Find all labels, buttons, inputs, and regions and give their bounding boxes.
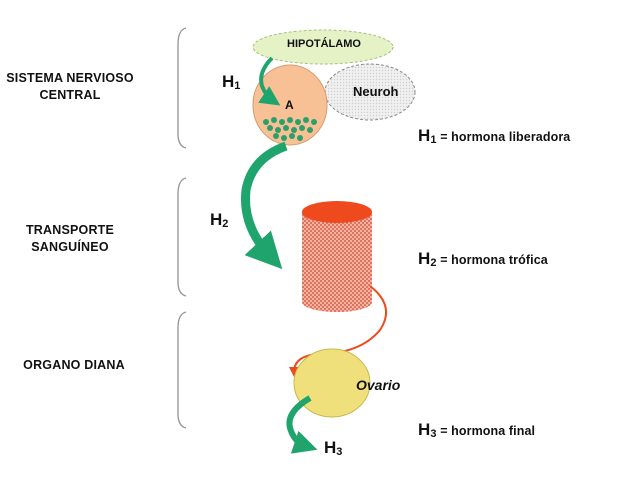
legend-h2-prefix: H	[418, 249, 431, 268]
hypothalamus-label: HIPOTÁLAMO	[287, 38, 361, 50]
section-transport-line2: SANGUÍNEO	[31, 240, 109, 254]
h3-letter: H	[324, 438, 337, 457]
h1-arrow	[258, 56, 281, 106]
h3-arrow-label: H3	[324, 438, 342, 458]
legend-h2: H2 = hormona trófica	[418, 249, 548, 269]
h1-sub: 1	[234, 80, 241, 92]
vessel-bottom	[302, 292, 372, 312]
section-label-snc: SISTEMA NERVIOSO CENTRAL	[4, 70, 136, 104]
section-label-transport: TRANSPORTE SANGUÍNEO	[10, 222, 130, 256]
hormone-dots	[263, 117, 317, 141]
brace-snc	[177, 27, 187, 149]
legend-h1-sub: 1	[430, 134, 437, 146]
adenohypophysis-label: A	[285, 98, 294, 112]
section-transport-line1: TRANSPORTE	[25, 223, 115, 237]
legend-h3-prefix: H	[418, 420, 431, 439]
h1-letter: H	[222, 72, 235, 91]
legend-h1: H1 = hormona liberadora	[418, 126, 570, 146]
vessel-top	[302, 201, 372, 223]
vessel-body	[302, 212, 372, 302]
section-snc-line1: SISTEMA NERVIOSO	[6, 71, 134, 85]
h2-letter: H	[210, 210, 223, 229]
h2-sub: 2	[222, 218, 229, 230]
h1-arrow-label: H1	[222, 72, 240, 92]
neurohypophysis-label: Neuroh	[353, 84, 399, 99]
legend-h3-sub: 3	[430, 428, 437, 440]
ovary-shape	[293, 348, 371, 418]
h2-arrow	[241, 141, 288, 270]
legend-h2-text: = hormona trófica	[440, 253, 548, 267]
legend-h3: H3 = hormona final	[418, 420, 535, 440]
h3-arrow	[286, 395, 318, 454]
legend-h1-text: = hormona liberadora	[440, 130, 571, 144]
legend-h1-prefix: H	[418, 126, 431, 145]
section-label-target: ORGANO DIANA	[23, 358, 125, 372]
legend-h3-text: = hormona final	[440, 424, 536, 438]
brace-transport	[177, 177, 187, 297]
adenohypophysis-shape	[252, 64, 328, 146]
h3-sub: 3	[336, 446, 343, 458]
h2-arrow-label: H2	[210, 210, 228, 230]
red-arrow	[289, 285, 388, 377]
section-snc-line2: CENTRAL	[39, 88, 101, 102]
hypothalamus-shape	[252, 29, 394, 65]
legend-h2-sub: 2	[430, 257, 437, 269]
brace-target	[177, 311, 187, 429]
ovary-label: Ovario	[356, 377, 401, 393]
